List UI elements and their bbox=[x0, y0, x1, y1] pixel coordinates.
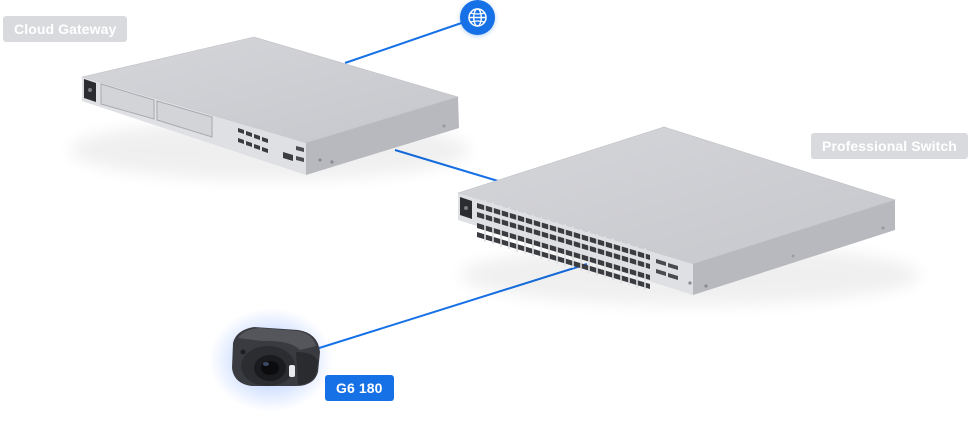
internet-globe-node[interactable] bbox=[460, 0, 495, 35]
cloud-gateway-device[interactable] bbox=[70, 36, 470, 180]
switch-port-bank bbox=[477, 203, 650, 289]
camera-label: G6 180 bbox=[325, 375, 394, 401]
globe-icon bbox=[468, 8, 487, 27]
professional-switch-label: Professional Switch bbox=[811, 133, 968, 159]
link-internet-gateway bbox=[344, 17, 477, 64]
professional-switch-device[interactable] bbox=[456, 126, 920, 305]
cloud-gateway-label: Cloud Gateway bbox=[3, 16, 128, 42]
g6-180-camera[interactable] bbox=[209, 308, 333, 412]
